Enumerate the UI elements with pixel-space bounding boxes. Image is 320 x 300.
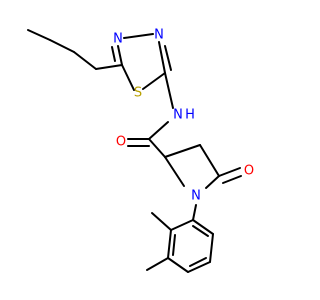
bond-ring-n3-c2	[158, 41, 166, 74]
bond-ring-n3-c2-double	[164, 45, 172, 71]
bond-ar-c3-c4	[167, 257, 189, 273]
bond-n1-c2	[164, 156, 185, 187]
bond-ar-methyl-meta	[146, 257, 169, 271]
bond-lines	[27, 29, 242, 273]
bond-n1-aryl	[192, 204, 197, 221]
bond-lactam-co	[218, 167, 241, 177]
bond-ar-c4-c5	[187, 261, 211, 273]
molecule-structure-diagram: N N S N H O O N	[27, 28, 254, 273]
bond-ar-c5-c6	[209, 233, 214, 263]
bond-ring-n4-n3	[123, 33, 154, 39]
bond-c3-c4	[164, 144, 201, 158]
atom-thiadiazole-n4: N	[113, 32, 123, 47]
bond-c2-nh	[164, 72, 174, 109]
atom-amide-h: H	[185, 108, 195, 123]
bond-carbonyl-c3	[148, 138, 166, 158]
bond-c5-n1	[205, 175, 220, 189]
atom-pyrrolidine-n: N	[191, 189, 201, 204]
bond-ar-double-1	[172, 234, 176, 256]
atom-lactam-o: O	[244, 164, 254, 179]
bond-propyl-c3-c4	[27, 29, 51, 41]
atom-amide-o: O	[116, 135, 126, 150]
atom-thiadiazole-n3: N	[154, 28, 164, 43]
bond-propyl-c2-c3	[49, 39, 75, 53]
bond-ar-double-2	[189, 257, 207, 267]
bond-ring-c5-n4-double	[111, 46, 116, 62]
atom-thiadiazole-s1: S	[134, 86, 142, 101]
atom-labels: N N S N H O O N	[113, 28, 254, 204]
bond-ar-methyl-ortho	[151, 212, 172, 231]
bond-ar-c2-c3	[167, 229, 172, 259]
bond-ar-c6-c1	[192, 219, 214, 235]
atom-amide-nh: N	[173, 108, 183, 123]
bond-ring-c2-s1	[142, 72, 166, 90]
bond-ar-c1-c2	[170, 219, 194, 231]
bond-c5-propyl	[95, 64, 123, 70]
bond-ring-c5-n4	[117, 45, 123, 66]
bond-ring-s1-c5	[121, 64, 135, 91]
bond-lactam-co-double	[222, 175, 242, 184]
bond-nh-carbonyl	[148, 121, 169, 140]
bond-propyl-c1-c2	[73, 51, 97, 70]
bond-c4-c5	[199, 144, 220, 177]
bond-ar-double-3	[192, 225, 209, 237]
